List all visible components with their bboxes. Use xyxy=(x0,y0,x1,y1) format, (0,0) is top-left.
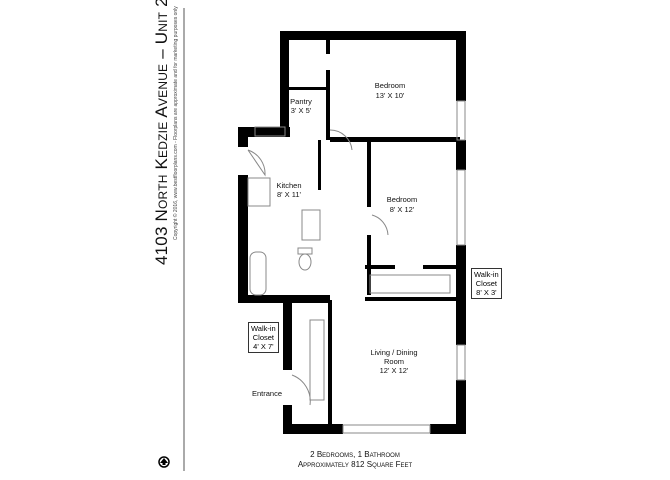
pantry-name: Pantry xyxy=(290,97,312,106)
callout-line2: Closet xyxy=(475,279,497,288)
summary-area: Approximately 812 Square Feet xyxy=(297,460,413,469)
bedroom1-name: Bedroom xyxy=(375,81,405,90)
closet-callout-right: Walk-in Closet 8' X 3' xyxy=(471,268,502,299)
bedroom2-size: 8' X 12' xyxy=(390,205,415,214)
bedroom2-name: Bedroom xyxy=(387,195,417,204)
divider-rule xyxy=(183,8,185,471)
fixtures xyxy=(247,100,466,434)
callout-line2: Closet xyxy=(252,333,274,342)
closet-callout-left: Walk-in Closet 4' X 7' xyxy=(248,322,279,353)
living-name-2: Room xyxy=(384,357,404,366)
summary-rooms: 2 Bedrooms, 1 Bathroom xyxy=(310,450,400,459)
pantry-size: 3' X 5' xyxy=(291,106,312,115)
callout-size: 4' X 7' xyxy=(253,342,274,351)
living-name: Living / Dining xyxy=(370,348,417,357)
walls xyxy=(238,31,466,434)
kitchen-name: Kitchen xyxy=(276,181,301,190)
kitchen-size: 8' X 11' xyxy=(277,190,302,199)
callout-line1: Walk-in xyxy=(251,324,276,333)
callout-size: 8' X 3' xyxy=(476,288,497,297)
bedroom1-size: 13' X 10' xyxy=(376,91,405,100)
entrance-label: Entrance xyxy=(252,389,282,398)
living-size: 12' X 12' xyxy=(380,366,409,375)
callout-line1: Walk-in xyxy=(474,270,499,279)
